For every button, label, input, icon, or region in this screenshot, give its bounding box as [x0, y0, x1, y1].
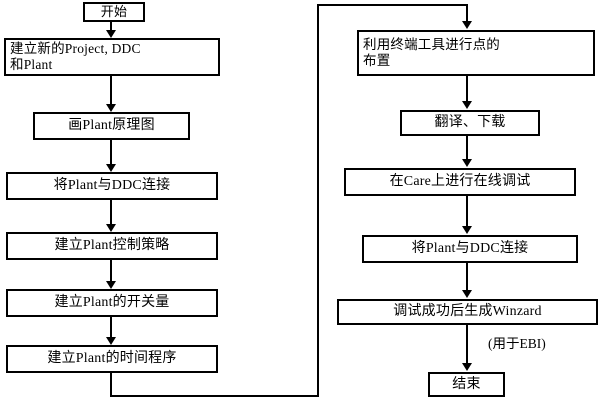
annotation-ebi-note: (用于EBI): [488, 332, 546, 352]
connector-connect-ddc-to-winzard: [466, 263, 468, 291]
node-connect-plant-ddc-right-label: 将Plant与DDC连接: [411, 241, 529, 257]
connector-wrap-segment-up: [317, 4, 319, 396]
node-start[interactable]: 开始: [83, 2, 145, 22]
node-plant-control-strategy[interactable]: 建立Plant控制策略: [6, 232, 218, 260]
connector-wrap-segment-down: [110, 373, 112, 397]
annotation-ebi-note-label: (用于EBI): [488, 336, 546, 351]
arrowhead-wrap-into-terminal-tool: [462, 21, 472, 29]
connector-schematic-to-connect-ddc: [110, 140, 112, 165]
node-end[interactable]: 结束: [428, 372, 505, 397]
connector-translate-to-care-debug: [466, 136, 468, 160]
arrowhead-strategy-to-switch-points: [106, 281, 116, 289]
node-draw-plant-schematic-label: 画Plant原理图: [68, 118, 155, 134]
arrowhead-switch-points-to-time-program: [106, 337, 116, 345]
connector-wrap-segment-right-top: [317, 4, 468, 6]
node-translate-download[interactable]: 翻译、下载: [400, 110, 540, 136]
arrowhead-connect-ddc-to-winzard: [462, 290, 472, 298]
node-care-online-debug-label: 在Care上进行在线调试: [389, 174, 531, 190]
arrowhead-winzard-to-end: [462, 363, 472, 371]
node-create-project-ddc-plant-label: 建立新的Project, DDC 和Plant: [10, 40, 141, 72]
node-start-label: 开始: [100, 4, 128, 20]
node-connect-plant-ddc-right[interactable]: 将Plant与DDC连接: [362, 235, 578, 263]
node-plant-time-program[interactable]: 建立Plant的时间程序: [6, 345, 218, 373]
node-plant-switch-points[interactable]: 建立Plant的开关量: [6, 289, 218, 317]
node-create-project-ddc-plant[interactable]: 建立新的Project, DDC 和Plant: [4, 38, 220, 76]
connector-care-debug-to-connect-ddc: [466, 196, 468, 227]
connector-wrap-segment-right-bottom: [110, 395, 319, 397]
arrowhead-translate-to-care-debug: [462, 159, 472, 167]
arrowhead-care-debug-to-connect-ddc: [462, 226, 472, 234]
node-connect-plant-ddc-left[interactable]: 将Plant与DDC连接: [6, 172, 218, 200]
node-end-label: 结束: [452, 376, 481, 392]
arrowhead-start-to-create-project: [106, 30, 116, 38]
connector-strategy-to-switch-points: [110, 260, 112, 282]
connector-wrap-segment-down-into-r1: [466, 4, 468, 22]
node-draw-plant-schematic[interactable]: 画Plant原理图: [33, 112, 190, 140]
node-plant-time-program-label: 建立Plant的时间程序: [47, 351, 177, 367]
node-plant-control-strategy-label: 建立Plant控制策略: [54, 238, 170, 254]
arrowhead-terminal-tool-to-translate: [462, 101, 472, 109]
node-plant-switch-points-label: 建立Plant的开关量: [54, 295, 170, 311]
node-care-online-debug[interactable]: 在Care上进行在线调试: [344, 168, 576, 196]
node-translate-download-label: 翻译、下载: [434, 115, 506, 131]
connector-winzard-to-end: [466, 325, 468, 364]
connector-terminal-tool-to-translate: [466, 76, 468, 102]
node-terminal-tool-point-layout-label: 利用终端工具进行点的 布置: [363, 36, 500, 68]
arrowhead-schematic-to-connect-ddc: [106, 164, 116, 172]
node-terminal-tool-point-layout[interactable]: 利用终端工具进行点的 布置: [357, 30, 595, 76]
arrowhead-connect-ddc-to-strategy: [106, 224, 116, 232]
arrowhead-create-project-to-schematic: [106, 104, 116, 112]
connector-start-to-create-project: [110, 22, 112, 31]
node-generate-winzard-label: 调试成功后生成Winzard: [393, 304, 542, 320]
connector-switch-points-to-time-program: [110, 317, 112, 338]
node-generate-winzard[interactable]: 调试成功后生成Winzard: [337, 299, 598, 325]
connector-create-project-to-schematic: [110, 76, 112, 105]
node-connect-plant-ddc-left-label: 将Plant与DDC连接: [53, 178, 171, 194]
connector-connect-ddc-to-strategy: [110, 200, 112, 225]
